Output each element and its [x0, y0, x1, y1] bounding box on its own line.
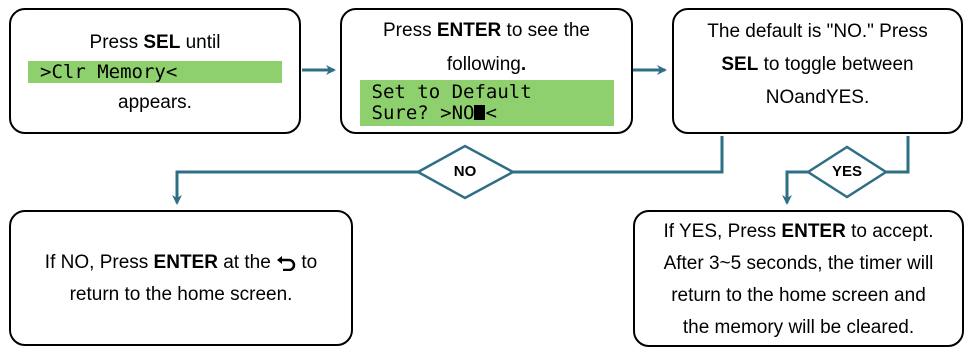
decision-no-diamond — [415, 144, 516, 200]
result-yes-line3: return to the home screen and — [671, 285, 926, 306]
lcd-cursor — [474, 105, 486, 120]
no-branch-line-left — [172, 170, 418, 205]
result-no-line1: If NO, Press ENTER at the to — [44, 252, 318, 273]
decision-no-label: NO — [453, 163, 477, 180]
result-no-box: If NO, Press ENTER at the to return to t… — [9, 210, 353, 346]
step3-line3: NOandYES. — [765, 87, 870, 108]
step2-line2: following. — [446, 54, 527, 75]
yes-branch-line — [886, 136, 910, 174]
return-arrow-icon — [277, 255, 296, 271]
step1-lcd: >Clr Memory< — [28, 61, 282, 83]
step2-lcd: Set to Default Sure? >NO< — [359, 80, 614, 126]
decision-yes-diamond — [805, 145, 889, 199]
yes-branch-line-left — [782, 170, 808, 205]
result-yes-line4: the memory will be cleared. — [682, 317, 915, 338]
result-no-line2: return to the home screen. — [69, 284, 293, 305]
step2-line1: Press ENTER to see the — [383, 20, 590, 41]
step3-line2: SEL to toggle between — [721, 54, 914, 75]
step3-line1: The default is "NO." Press — [707, 21, 928, 42]
no-branch-line — [513, 136, 724, 174]
result-yes-box: If YES, Press ENTER to accept. After 3~5… — [633, 210, 964, 347]
step1-line1: Press SEL until — [89, 32, 221, 53]
step1-appears: appears. — [118, 92, 192, 113]
step1-box: Press SEL until >Clr Memory< appears. — [9, 8, 301, 134]
step3-box: The default is "NO." Press SEL to toggle… — [672, 8, 963, 134]
decision-yes-label: YES — [831, 163, 862, 180]
result-yes-line2: After 3~5 seconds, the timer will — [663, 253, 934, 274]
result-yes-line1: If YES, Press ENTER to accept. — [663, 221, 934, 242]
step2-box: Press ENTER to see the following. Set to… — [340, 8, 633, 134]
